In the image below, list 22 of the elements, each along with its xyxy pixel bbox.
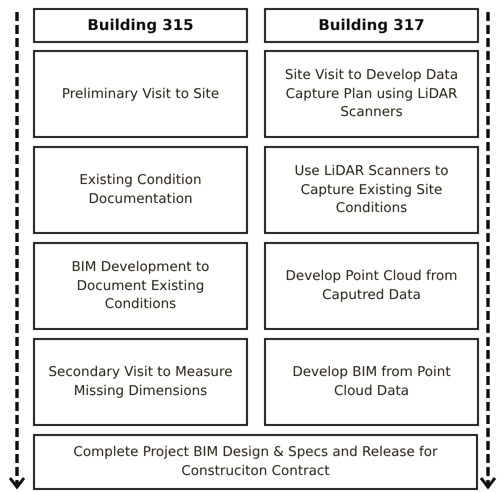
- process-box: [33, 338, 248, 426]
- process-box: [33, 242, 248, 330]
- step-text: Develop Point Cloud from Caputred Data: [284, 267, 458, 305]
- step-text: Develop BIM from Point Cloud Data: [291, 363, 452, 401]
- header-box: [33, 8, 248, 43]
- step-text: Complete Project BIM Design & Specs and Release for Construciton Contract: [72, 443, 439, 481]
- process-box: [264, 242, 479, 330]
- header-box: [264, 8, 479, 43]
- step-text: Preliminary Visit to Site: [62, 84, 220, 104]
- process-box: [264, 50, 479, 138]
- process-box: [264, 338, 479, 426]
- process-box: [264, 146, 479, 234]
- step-text: Secondary Visit to Measure Missing Dimensions: [47, 363, 234, 401]
- step-text: Site Visit to Develop Data Capture Plan using LiDAR Scanners: [284, 66, 460, 122]
- column-heading: Building 315: [87, 15, 194, 36]
- process-box: [33, 50, 248, 138]
- column-heading: Building 317: [318, 15, 425, 36]
- process-box: [33, 434, 478, 490]
- process-box: [33, 146, 248, 234]
- step-text: Existing Condition Documentation: [78, 171, 203, 209]
- step-text: Use LiDAR Scanners to Capture Existing Site Conditions: [294, 162, 450, 218]
- step-text: BIM Development to Document Existing Conditions: [70, 258, 210, 314]
